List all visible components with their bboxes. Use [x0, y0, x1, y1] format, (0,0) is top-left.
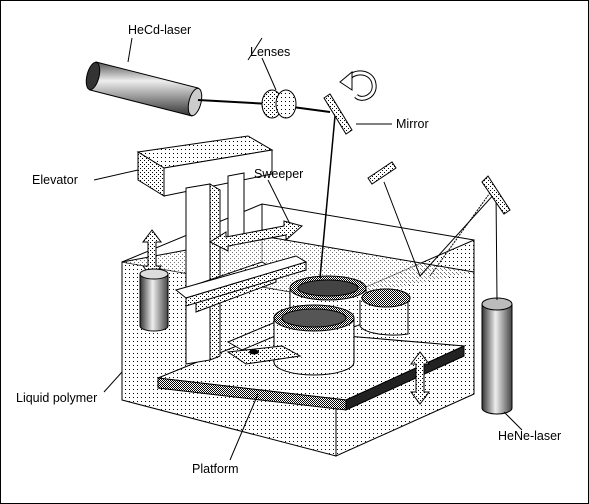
label-hecd-laser: HeCd-laser [128, 23, 191, 37]
built-part [226, 275, 411, 376]
platform-arrow-icon [410, 351, 430, 405]
laser-beam-hene [383, 181, 498, 301]
label-mirror: Mirror [396, 117, 429, 131]
label-platform: Platform [192, 462, 239, 476]
hene-mirror-right [481, 175, 511, 215]
sweeper-arrow-icon [208, 220, 304, 252]
hene-laser [481, 297, 513, 415]
label-liquid-polymer: Liquid polymer [16, 391, 97, 405]
label-lenses: Lenses [250, 45, 290, 59]
laser-beam-down [319, 115, 336, 279]
label-hene-laser: HeNe-laser [498, 429, 561, 443]
mirror [323, 93, 353, 135]
leader-lines [93, 37, 523, 461]
hecd-laser [85, 61, 203, 117]
hene-mirror-left [367, 161, 397, 185]
rotation-arrow-icon [339, 70, 377, 101]
left-reservoir [139, 268, 169, 332]
label-sweeper: Sweeper [254, 167, 303, 181]
label-elevator: Elevator [32, 173, 78, 187]
lenses [261, 89, 297, 119]
